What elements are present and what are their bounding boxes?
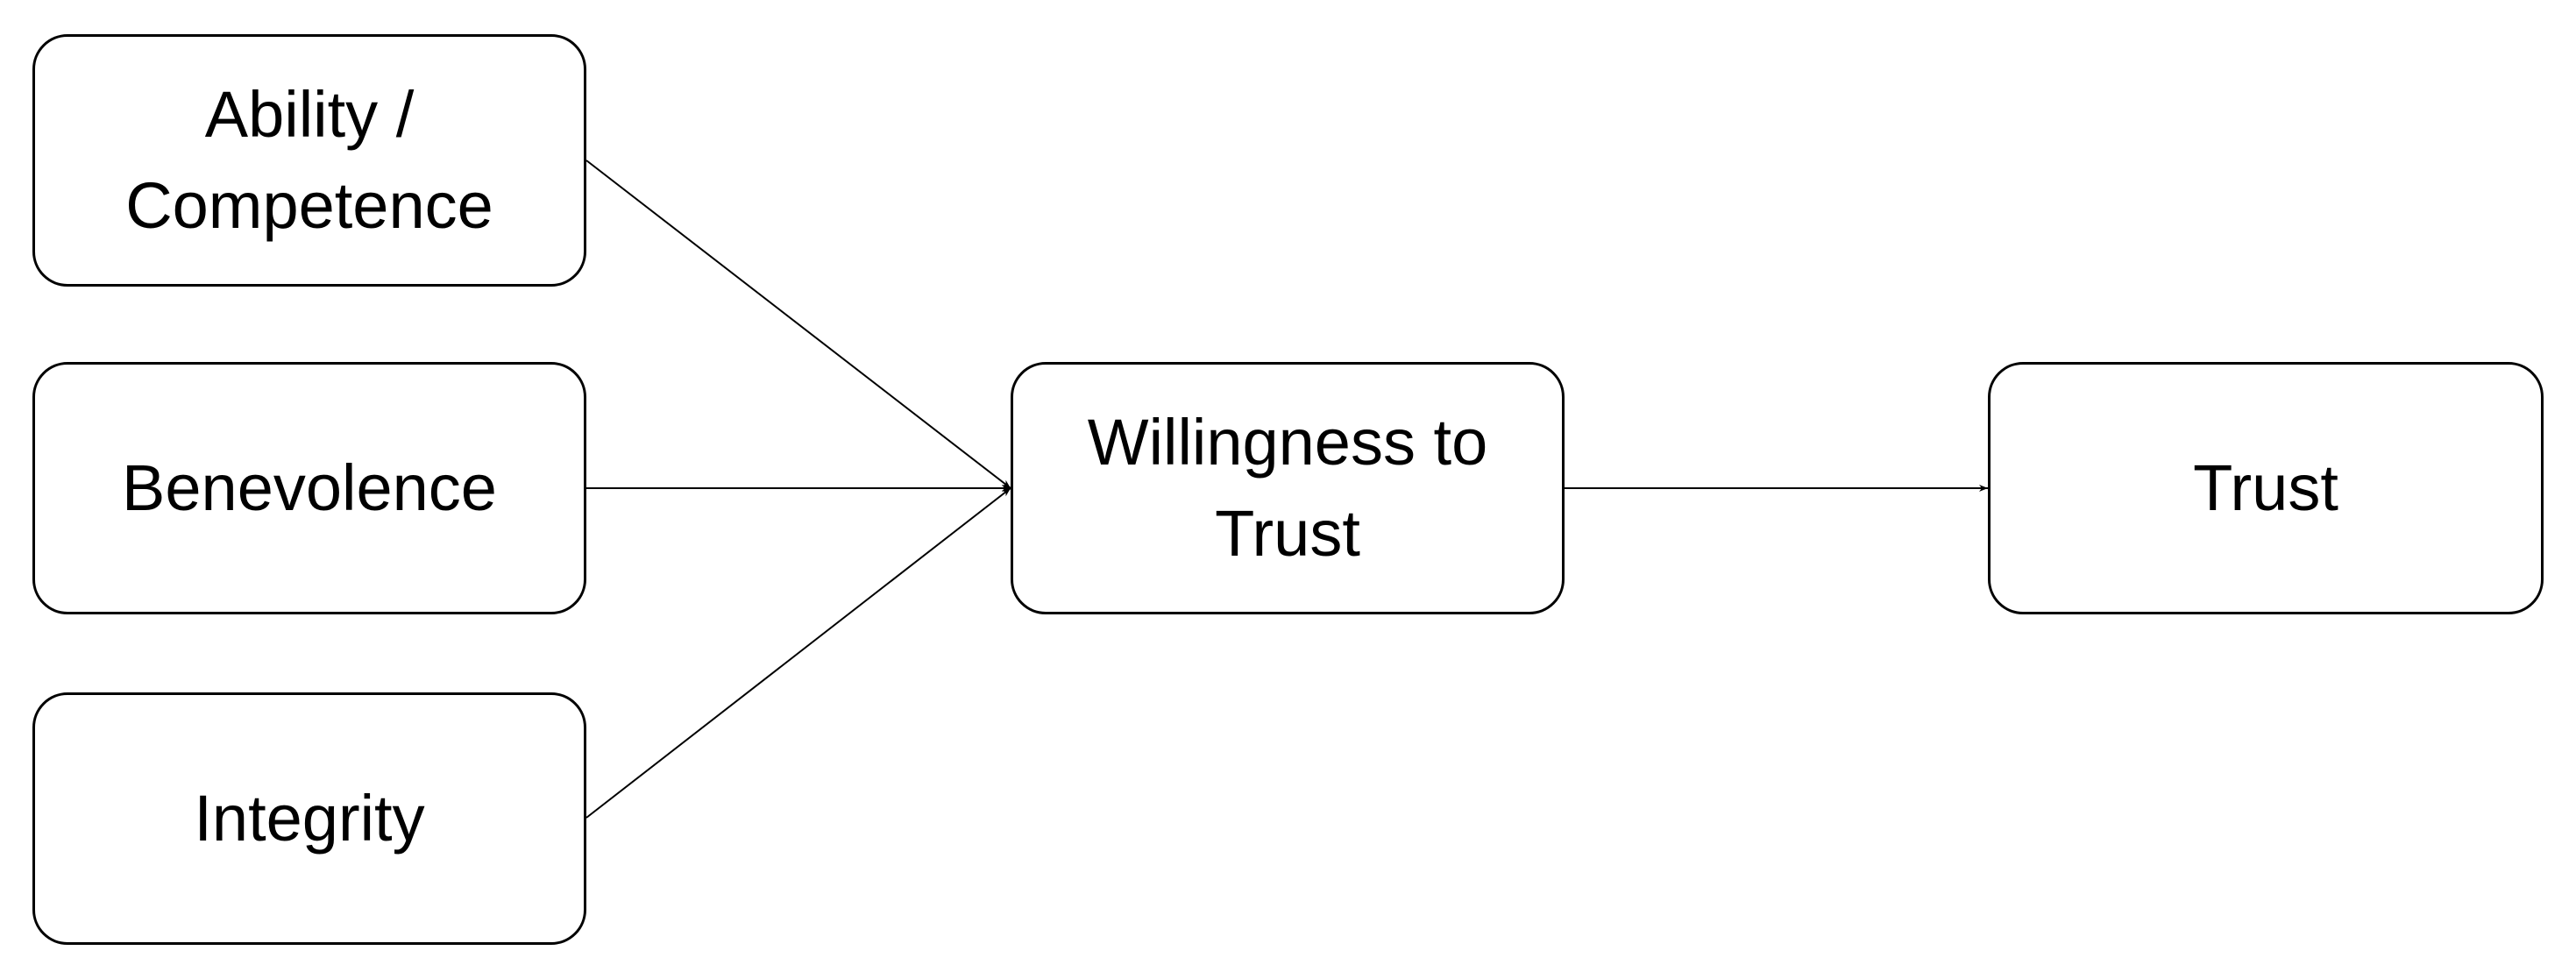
node-benevolence: Benevolence: [32, 362, 586, 614]
node-trust: Trust: [1988, 362, 2544, 614]
node-integrity: Integrity: [32, 692, 586, 945]
node-trust-label: Trust: [2193, 451, 2338, 524]
node-ability-competence-label: Ability / Competence: [125, 69, 493, 252]
node-benevolence-label: Benevolence: [122, 451, 497, 524]
node-willingness-label-line-2: Trust: [1215, 497, 1360, 570]
arrow-integrity-to-willingness: [585, 487, 1011, 819]
node-integrity-label: Integrity: [194, 782, 425, 855]
arrow-ability-to-willingness: [585, 160, 1011, 489]
node-ability-label-line-2: Competence: [125, 169, 493, 242]
node-ability-label-line-1: Ability /: [204, 78, 415, 151]
node-ability-competence: Ability / Competence: [32, 34, 586, 287]
node-willingness-to-trust-label: Willingness to Trust: [1088, 397, 1488, 579]
node-willingness-to-trust: Willingness to Trust: [1011, 362, 1565, 614]
node-willingness-label-line-1: Willingness to: [1087, 406, 1488, 479]
